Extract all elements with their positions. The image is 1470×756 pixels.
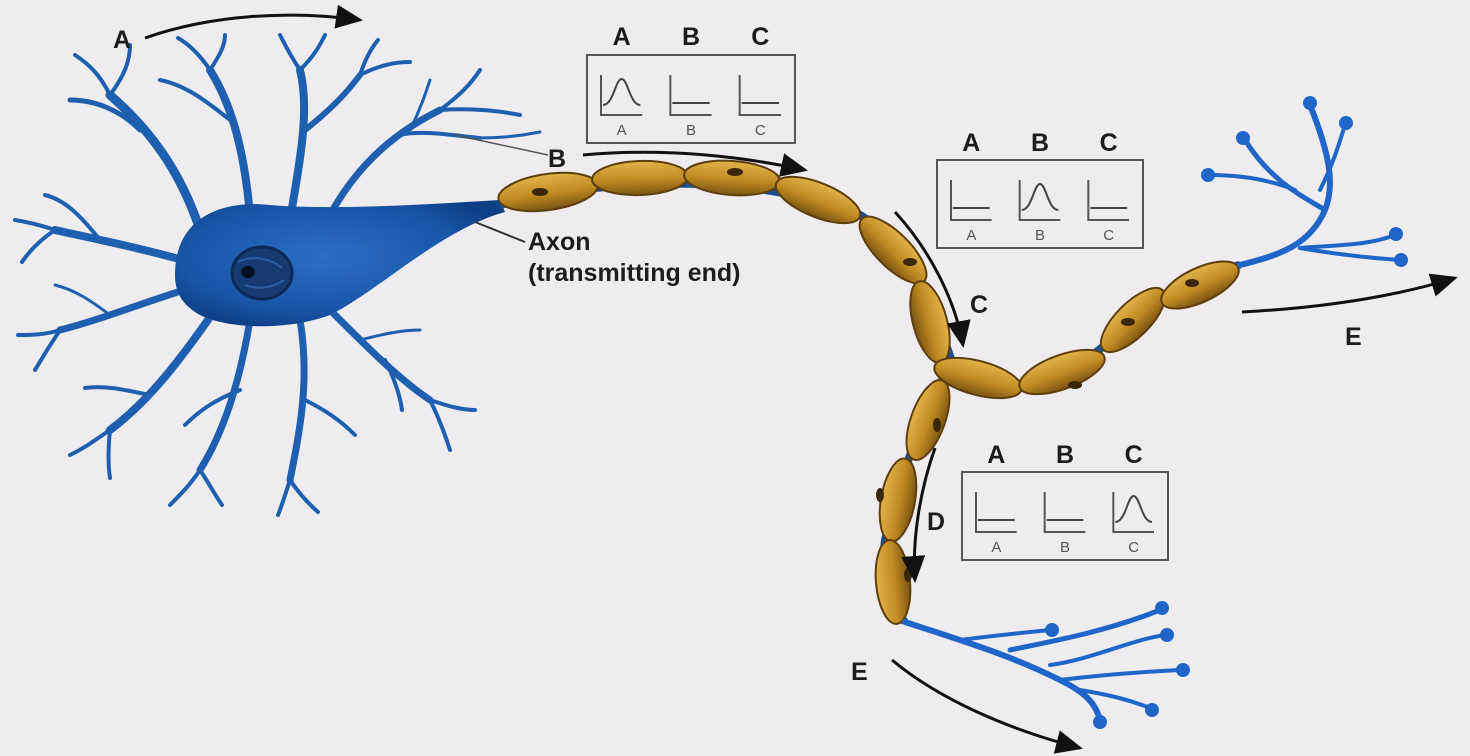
panel-header-b: B	[1056, 441, 1074, 469]
mini-graph-axes	[976, 492, 1017, 532]
label-a: A	[113, 26, 131, 54]
panel-header-c: C	[1125, 441, 1143, 469]
mini-graph-axes	[740, 75, 781, 115]
axon-label: Axon	[528, 228, 591, 256]
mini-graph-axes	[670, 75, 711, 115]
panel-header-a: A	[987, 441, 1005, 469]
panel-sublabel-a: A	[966, 227, 976, 244]
mini-graph-axes	[1020, 180, 1061, 220]
axon-terminal-upper	[1201, 96, 1408, 267]
signal-arrows	[145, 15, 1455, 748]
mini-graph-axes	[1088, 180, 1129, 220]
panel-header-a: A	[962, 129, 980, 157]
panel-header-a: A	[613, 23, 631, 51]
arrow-a	[145, 15, 360, 38]
panel-sublabel-a: A	[991, 539, 1001, 556]
membrane-trace	[603, 79, 640, 105]
panel-sublabel-b: B	[1035, 227, 1045, 244]
panel-header-c: C	[751, 23, 769, 51]
panel-sublabel-c: C	[755, 122, 766, 139]
panel-sublabel-c: C	[1128, 539, 1139, 556]
label-c: C	[970, 291, 988, 319]
ap-panel-2: A A B B C C	[937, 129, 1143, 248]
mini-graph-axes	[601, 75, 642, 115]
membrane-trace	[1115, 496, 1152, 522]
label-b: B	[548, 145, 566, 173]
membrane-trace	[1022, 184, 1059, 210]
ap-panel-3: A A B B C C	[962, 441, 1168, 560]
axon-terminal-lower	[905, 601, 1190, 729]
panel-header-b: B	[1031, 129, 1049, 157]
axon-sublabel: (transmitting end)	[528, 259, 741, 287]
panel-header-b: B	[682, 23, 700, 51]
panel-sublabel-c: C	[1103, 227, 1114, 244]
nucleus	[232, 247, 292, 299]
cell-body	[175, 200, 505, 326]
action-potential-panels: A A B B C C A A B B C C A A B B C C	[587, 23, 1168, 560]
nucleolus	[241, 266, 255, 278]
label-d: D	[927, 508, 945, 536]
panel-sublabel-a: A	[617, 122, 627, 139]
panel-sublabel-b: B	[1060, 539, 1070, 556]
axon-leader-line	[475, 222, 525, 242]
mini-graph-axes	[1045, 492, 1086, 532]
arrow-e-upper	[1242, 278, 1455, 312]
label-e-upper: E	[1345, 323, 1362, 351]
label-e-lower: E	[851, 658, 868, 686]
ap-panel-1: A A B B C C	[587, 23, 795, 143]
panel-header-c: C	[1100, 129, 1118, 157]
mini-graph-axes	[951, 180, 992, 220]
mini-graph-axes	[1113, 492, 1154, 532]
panel-sublabel-b: B	[686, 122, 696, 139]
